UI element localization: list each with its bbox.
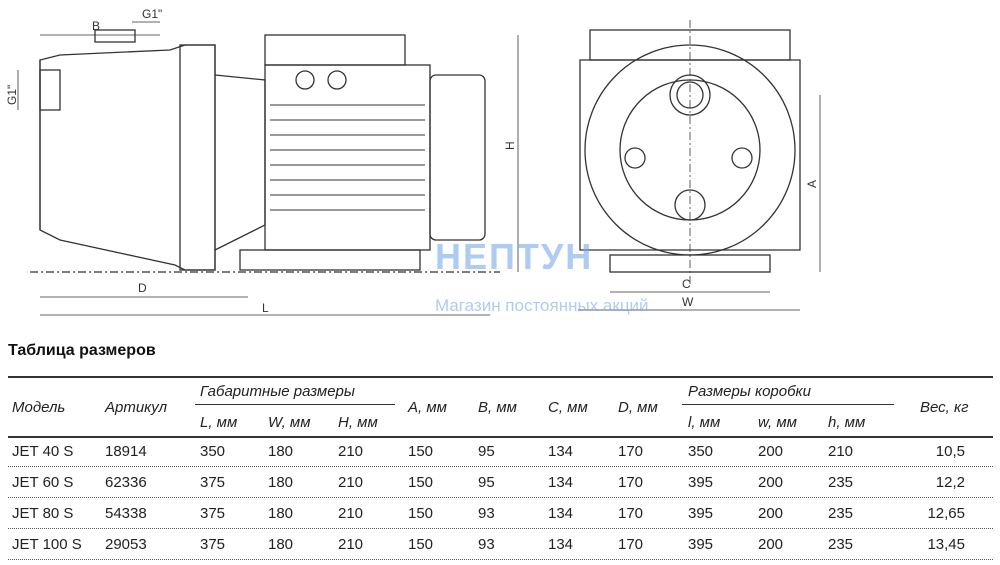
header-L: L, мм bbox=[200, 414, 238, 431]
table-header-rule bbox=[8, 436, 993, 438]
cell-B: 93 bbox=[478, 536, 495, 553]
cell-C: 134 bbox=[548, 443, 574, 460]
row-separator bbox=[8, 466, 993, 467]
cell-L: 375 bbox=[200, 505, 226, 522]
dimension-lines bbox=[17, 21, 821, 316]
cell-C: 134 bbox=[548, 505, 574, 522]
cell-H: 210 bbox=[338, 474, 364, 491]
header-box-group: Размеры коробки bbox=[688, 383, 811, 400]
cell-article: 29053 bbox=[105, 536, 147, 553]
header-l: l, мм bbox=[688, 414, 721, 431]
cell-B: 95 bbox=[478, 474, 495, 491]
cell-box-w: 200 bbox=[758, 505, 784, 522]
dim-b-label: B bbox=[92, 19, 100, 33]
header-w: w, мм bbox=[758, 414, 797, 431]
header-model: Модель bbox=[12, 399, 66, 416]
cell-box-h: 235 bbox=[828, 474, 854, 491]
cell-H: 210 bbox=[338, 505, 364, 522]
dim-g1-top-label: G1" bbox=[142, 7, 162, 21]
cell-model: JET 100 S bbox=[12, 536, 82, 553]
row-separator bbox=[8, 528, 993, 529]
cell-D: 170 bbox=[618, 443, 644, 460]
pump-side-view bbox=[30, 29, 500, 273]
cell-article: 18914 bbox=[105, 443, 147, 460]
cell-L: 350 bbox=[200, 443, 226, 460]
cell-box-h: 235 bbox=[828, 536, 854, 553]
header-C: C, мм bbox=[548, 399, 588, 416]
cell-H: 210 bbox=[338, 443, 364, 460]
header-B: B, мм bbox=[478, 399, 517, 416]
cell-C: 134 bbox=[548, 536, 574, 553]
cell-W: 180 bbox=[268, 443, 294, 460]
cell-model: JET 40 S bbox=[12, 443, 74, 460]
cell-weight: 12,65 bbox=[927, 505, 965, 522]
cell-box-w: 200 bbox=[758, 443, 784, 460]
header-weight: Вес, кг bbox=[920, 399, 969, 416]
cell-W: 180 bbox=[268, 536, 294, 553]
header-h: h, мм bbox=[828, 414, 866, 431]
header-D: D, мм bbox=[618, 399, 658, 416]
cell-box-h: 235 bbox=[828, 505, 854, 522]
cell-A: 150 bbox=[408, 443, 434, 460]
cell-weight: 13,45 bbox=[927, 536, 965, 553]
row-separator bbox=[8, 559, 993, 560]
dim-l-label: L bbox=[262, 301, 269, 315]
pump-drawing: B G1" G1" D L H A C W bbox=[5, 7, 821, 316]
header-H: H, мм bbox=[338, 414, 378, 431]
row-separator bbox=[8, 497, 993, 498]
watermark-brand: НЕПТУН bbox=[435, 236, 594, 277]
cell-B: 93 bbox=[478, 505, 495, 522]
dim-g1-side-label: G1" bbox=[5, 85, 19, 105]
cell-A: 150 bbox=[408, 474, 434, 491]
cell-box-h: 210 bbox=[828, 443, 854, 460]
dim-h-label: H bbox=[503, 141, 517, 150]
cell-weight: 12,2 bbox=[935, 474, 965, 491]
header-overall-group: Габаритные размеры bbox=[200, 383, 355, 400]
cell-W: 180 bbox=[268, 474, 294, 491]
header-W: W, мм bbox=[268, 414, 311, 431]
cell-D: 170 bbox=[618, 474, 644, 491]
cell-L: 375 bbox=[200, 474, 226, 491]
header-A: A, мм bbox=[408, 399, 447, 416]
watermark-tagline: Магазин постоянных акций bbox=[435, 296, 649, 315]
cell-C: 134 bbox=[548, 474, 574, 491]
cell-D: 170 bbox=[618, 505, 644, 522]
cell-W: 180 bbox=[268, 505, 294, 522]
cell-box-w: 200 bbox=[758, 474, 784, 491]
cell-L: 375 bbox=[200, 536, 226, 553]
dim-d-label: D bbox=[138, 281, 147, 295]
table-top-rule bbox=[8, 376, 993, 378]
cell-article: 54338 bbox=[105, 505, 147, 522]
cell-model: JET 60 S bbox=[12, 474, 74, 491]
dim-a-label: A bbox=[805, 180, 819, 188]
cell-box-l: 395 bbox=[688, 474, 714, 491]
header-article: Артикул bbox=[105, 399, 168, 416]
table-title: Таблица размеров bbox=[8, 342, 156, 359]
pump-front-view bbox=[579, 20, 801, 285]
cell-box-l: 395 bbox=[688, 536, 714, 553]
cell-box-w: 200 bbox=[758, 536, 784, 553]
cell-article: 62336 bbox=[105, 474, 147, 491]
cell-model: JET 80 S bbox=[12, 505, 74, 522]
cell-weight: 10,5 bbox=[935, 443, 965, 460]
cell-H: 210 bbox=[338, 536, 364, 553]
cell-A: 150 bbox=[408, 505, 434, 522]
cell-D: 170 bbox=[618, 536, 644, 553]
overall-group-rule bbox=[195, 404, 395, 405]
box-group-rule bbox=[682, 404, 894, 405]
dim-c-label: C bbox=[682, 277, 691, 291]
cell-A: 150 bbox=[408, 536, 434, 553]
cell-box-l: 350 bbox=[688, 443, 714, 460]
dim-w-label: W bbox=[682, 295, 694, 309]
cell-box-l: 395 bbox=[688, 505, 714, 522]
cell-B: 95 bbox=[478, 443, 495, 460]
